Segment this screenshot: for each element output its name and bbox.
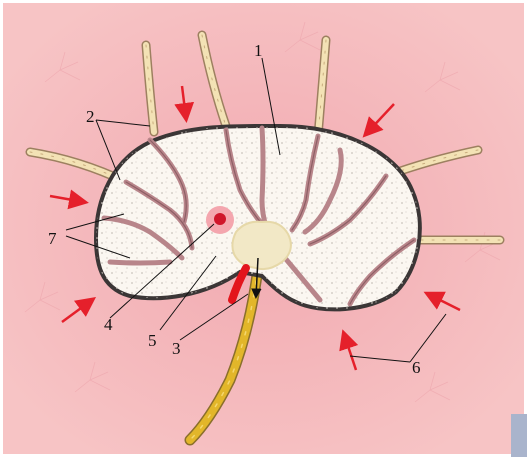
label-5: 5 [148, 331, 157, 350]
label-4: 4 [104, 315, 113, 334]
hilum-medulla [232, 222, 291, 269]
label-7: 7 [48, 229, 57, 248]
scrollbar-thumb [511, 414, 527, 457]
label-2: 2 [86, 107, 95, 126]
label-3: 3 [172, 339, 181, 358]
germinal-center [214, 213, 226, 225]
label-1: 1 [254, 41, 263, 60]
label-6: 6 [412, 358, 421, 377]
